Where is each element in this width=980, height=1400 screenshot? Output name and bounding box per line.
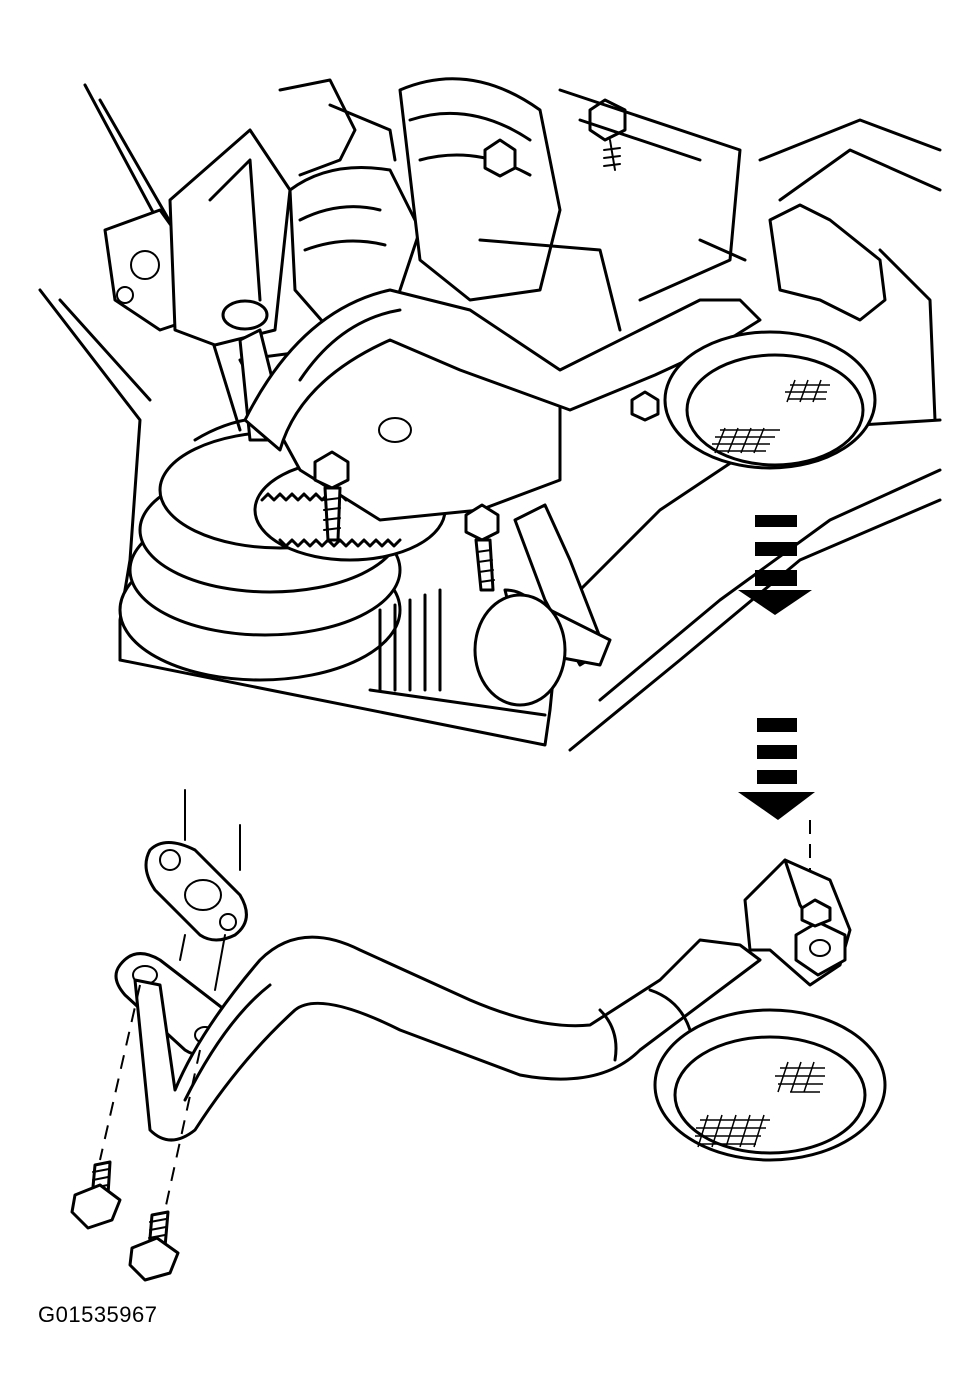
bolt-icon [483, 138, 517, 178]
figure-id-label: G01535967 [38, 1302, 158, 1327]
bolt-icon [630, 390, 660, 422]
oil-pickup-screen-installed [630, 330, 877, 470]
oil-pickup-tube-installed [221, 288, 762, 707]
engine-assembly-view [38, 77, 942, 752]
gasket [144, 841, 248, 942]
oil-pickup-screen [653, 1008, 887, 1162]
bolt-icon [313, 450, 350, 542]
bolt-icon [464, 503, 500, 592]
bolt-icon [128, 1210, 180, 1282]
down-arrow-icon [738, 515, 812, 615]
bolt-icon [70, 1160, 122, 1230]
down-arrow-icon [738, 718, 815, 820]
bolt-icon [800, 898, 832, 928]
oil-pickup-tube-removed [70, 789, 887, 1282]
